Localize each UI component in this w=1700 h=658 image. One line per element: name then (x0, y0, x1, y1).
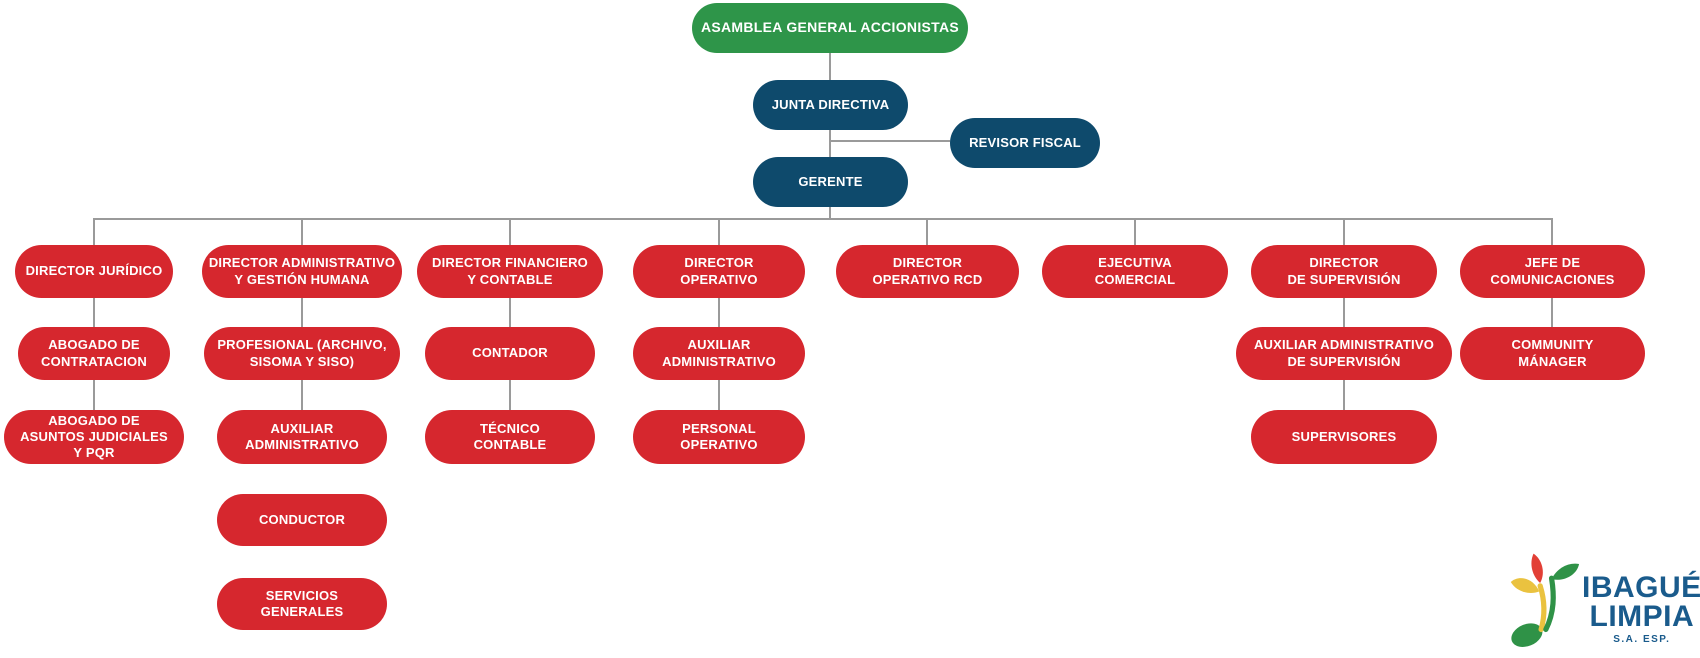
connector-asamblea-junta (829, 53, 831, 80)
node-director-administrativo: DIRECTOR ADMINISTRATIVO Y GESTIÓN HUMANA (202, 245, 402, 298)
node-supervisores: SUPERVISORES (1251, 410, 1437, 464)
node-director-financiero: DIRECTOR FINANCIERO Y CONTABLE (417, 245, 603, 298)
connector-stub (1343, 220, 1345, 245)
connector-gerente-row (829, 207, 831, 220)
logo-name-line1: IBAGUÉ (1582, 571, 1700, 604)
node-profesional-archivo-sisoma-siso: PROFESIONAL (ARCHIVO, SISOMA Y SISO) (204, 327, 400, 380)
node-gerente: GERENTE (753, 157, 908, 207)
connector-directors-rail (93, 218, 1553, 220)
connector-stub (718, 220, 720, 245)
connector-stub (93, 298, 95, 327)
node-auxiliar-administrativo-supervision: AUXILIAR ADMINISTRATIVO DE SUPERVISIÓN (1236, 327, 1452, 380)
connector-stub (93, 380, 95, 410)
connector-junta-gerente (829, 130, 831, 157)
connector-junta-revisor (831, 140, 950, 142)
connector-stub (93, 220, 95, 245)
connector-stub (718, 380, 720, 410)
node-abogado-asuntos-judiciales-pqr: ABOGADO DE ASUNTOS JUDICIALES Y PQR (4, 410, 184, 464)
connector-stub (1134, 220, 1136, 245)
node-auxiliar-administrativo-operativo: AUXILIAR ADMINISTRATIVO (633, 327, 805, 380)
node-director-supervision: DIRECTOR DE SUPERVISIÓN (1251, 245, 1437, 298)
connector-stub (926, 220, 928, 245)
company-logo: IBAGUÉ LIMPIA S.A. ESP. (1506, 550, 1700, 656)
connector-stub (509, 380, 511, 410)
node-junta-directiva: JUNTA DIRECTIVA (753, 80, 908, 130)
node-ejecutiva-comercial: EJECUTIVA COMERCIAL (1042, 245, 1228, 298)
connector-stub (301, 380, 303, 410)
node-tecnico-contable: TÉCNICO CONTABLE (425, 410, 595, 464)
connector-stub (1343, 298, 1345, 327)
node-director-operativo: DIRECTOR OPERATIVO (633, 245, 805, 298)
connector-stub (301, 298, 303, 327)
node-personal-operativo: PERSONAL OPERATIVO (633, 410, 805, 464)
connector-stub (301, 220, 303, 245)
node-asamblea-general-accionistas: ASAMBLEA GENERAL ACCIONISTAS (692, 3, 968, 53)
connector-stub (509, 298, 511, 327)
ibague-limpia-logo-icon (1510, 553, 1580, 647)
node-revisor-fiscal: REVISOR FISCAL (950, 118, 1100, 168)
connector-stub (509, 220, 511, 245)
connector-stub (1343, 380, 1345, 410)
logo-name-line2: LIMPIA (1589, 599, 1695, 633)
node-auxiliar-administrativo-gh: AUXILIAR ADMINISTRATIVO (217, 410, 387, 464)
node-jefe-comunicaciones: JEFE DE COMUNICACIONES (1460, 245, 1645, 298)
node-community-manager: COMMUNITY MÁNAGER (1460, 327, 1645, 380)
connector-stub (1551, 298, 1553, 327)
node-director-operativo-rcd: DIRECTOR OPERATIVO RCD (836, 245, 1019, 298)
node-director-juridico: DIRECTOR JURÍDICO (15, 245, 173, 298)
connector-stub (718, 298, 720, 327)
node-abogado-contratacion: ABOGADO DE CONTRATACION (18, 327, 170, 380)
node-contador: CONTADOR (425, 327, 595, 380)
node-conductor: CONDUCTOR (217, 494, 387, 546)
node-servicios-generales: SERVICIOS GENERALES (217, 578, 387, 630)
logo-suffix: S.A. ESP. (1613, 634, 1671, 645)
connector-stub (1551, 220, 1553, 245)
